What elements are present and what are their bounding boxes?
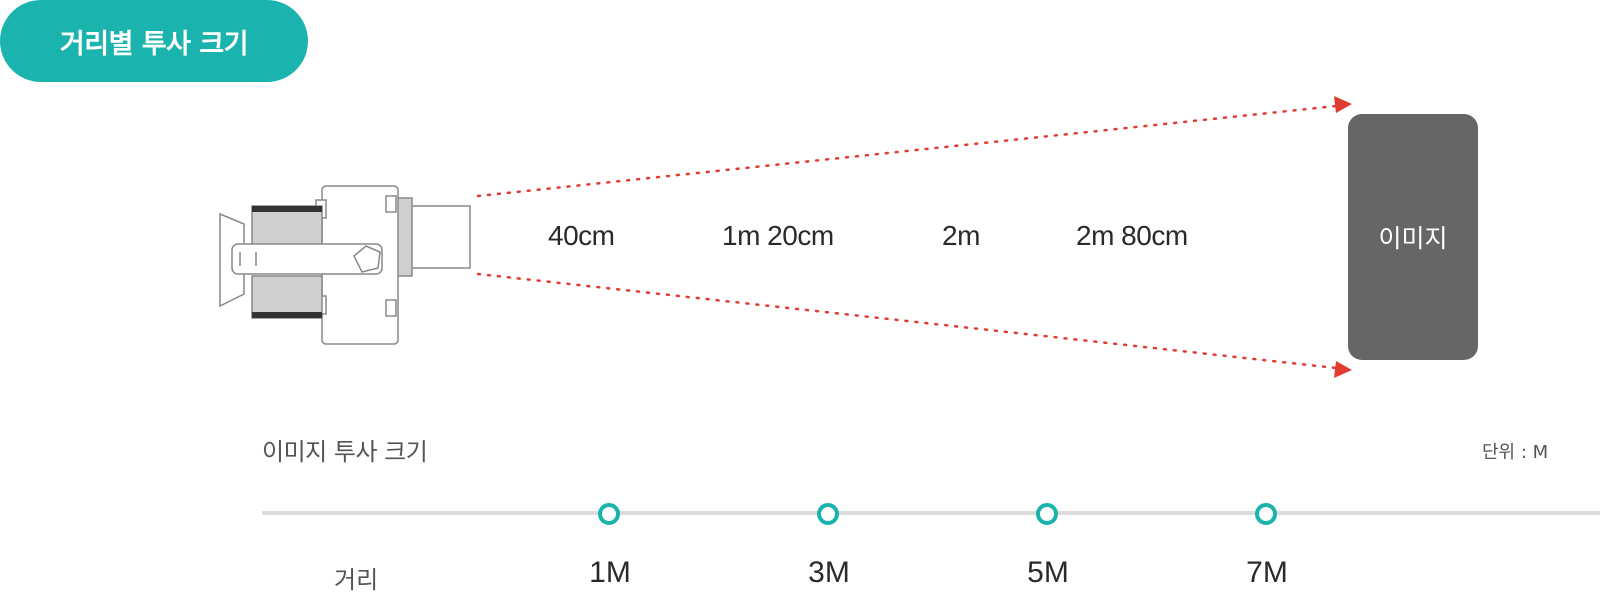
distance-marker (817, 503, 839, 525)
scale-title: 이미지 투사 크기 (262, 438, 428, 466)
distance-track (262, 511, 1600, 515)
size-label: 2m 80cm (1076, 220, 1188, 251)
size-label: 2m (942, 220, 980, 251)
size-label: 40cm (548, 220, 615, 251)
distance-label: 5M (1027, 556, 1069, 589)
unit-label: 단위 : M (1482, 442, 1549, 463)
beam-top-arrow (1334, 96, 1352, 113)
beam-bottom-line (476, 272, 1338, 370)
projected-image-box: 이미지 (1348, 114, 1478, 360)
beam-bottom-arrow (1334, 361, 1352, 378)
distance-marker (598, 503, 620, 525)
distance-label: 1M (589, 556, 631, 589)
distance-row-label: 거리 (334, 566, 379, 594)
distance-marker (1255, 503, 1277, 525)
size-label: 1m 20cm (722, 220, 834, 251)
distance-label: 7M (1246, 556, 1288, 589)
distance-marker (1036, 503, 1058, 525)
section-title: 거리별 투사 크기 (0, 0, 308, 82)
distance-label: 3M (808, 556, 850, 589)
projector-icon (219, 185, 471, 345)
beam-top-line (476, 104, 1338, 198)
